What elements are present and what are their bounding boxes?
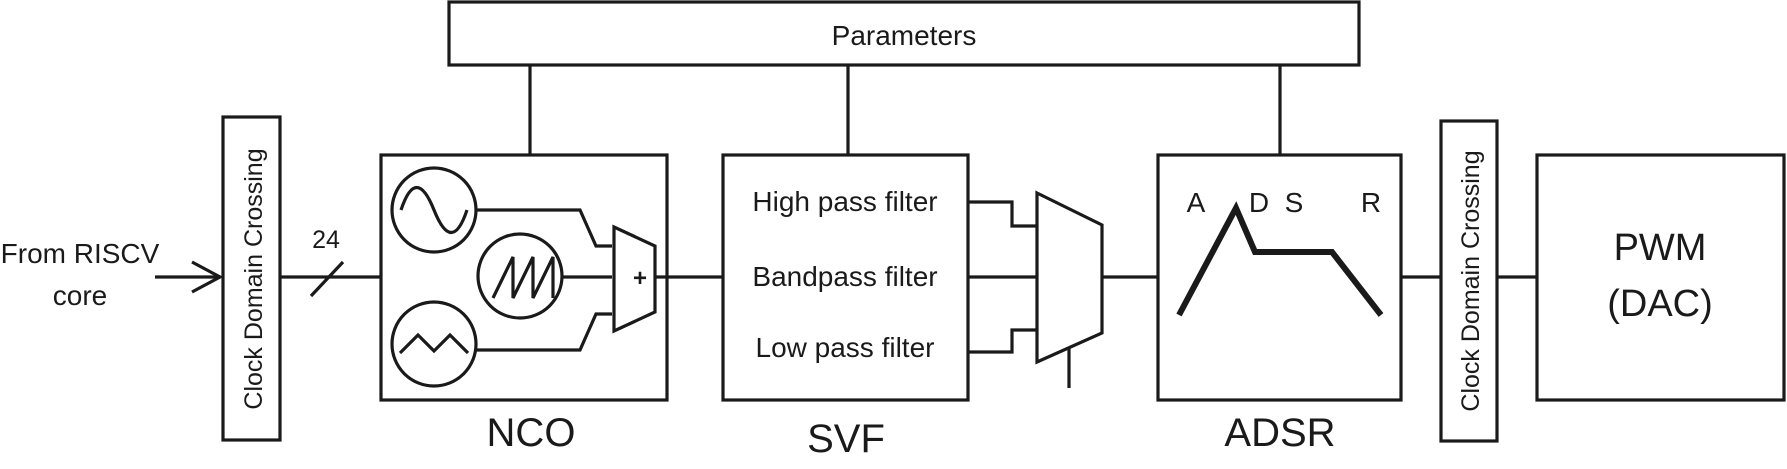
triangle-to-mixer-line	[476, 312, 612, 352]
sawtooth-icon	[491, 256, 555, 299]
bus-width-label: 24	[312, 226, 340, 254]
svf-filter-lowpass: Low pass filter	[756, 332, 935, 363]
pwm-label-line1: PWM	[1614, 227, 1707, 269]
cdc-left-box	[221, 115, 282, 442]
sine-to-mixer-line	[476, 208, 612, 248]
adsr-stage-d: D	[1249, 187, 1269, 218]
cdc-right-label: Clock Domain Crossing	[1457, 150, 1485, 411]
pwm-box	[1535, 153, 1786, 402]
adsr-envelope-icon	[1176, 201, 1384, 317]
adsr-stage-s: S	[1285, 187, 1304, 218]
highpass-to-mux-line	[968, 200, 1037, 228]
adsr-label: ADSR	[1224, 411, 1335, 455]
filter-select-mux-icon	[1035, 190, 1104, 365]
nco-mixer-symbol: +	[633, 265, 647, 292]
parameters-box	[447, 0, 1361, 67]
svf-label: SVF	[807, 417, 885, 461]
input-arrow-icon	[155, 260, 224, 294]
nco-mixer-icon	[612, 224, 657, 334]
svf-filter-highpass: High pass filter	[752, 186, 937, 217]
parameters-label: Parameters	[832, 20, 977, 51]
input-label-line1: From RISCV	[1, 238, 160, 269]
input-label-line2: core	[53, 280, 107, 311]
svf-filter-bandpass: Bandpass filter	[752, 261, 937, 292]
sine-icon	[399, 186, 469, 234]
triangle-oscillator-circle	[390, 300, 478, 388]
cdc-right-box	[1439, 119, 1499, 443]
pwm-label-line2: (DAC)	[1607, 283, 1713, 325]
adsr-stage-a: A	[1187, 187, 1206, 218]
adsr-stage-r: R	[1361, 187, 1381, 218]
cdc-left-label: Clock Domain Crossing	[240, 148, 268, 409]
triangle-icon	[398, 332, 470, 355]
lowpass-to-mux-line	[968, 328, 1037, 354]
bus-slash-icon	[309, 260, 345, 298]
nco-label: NCO	[487, 411, 576, 455]
